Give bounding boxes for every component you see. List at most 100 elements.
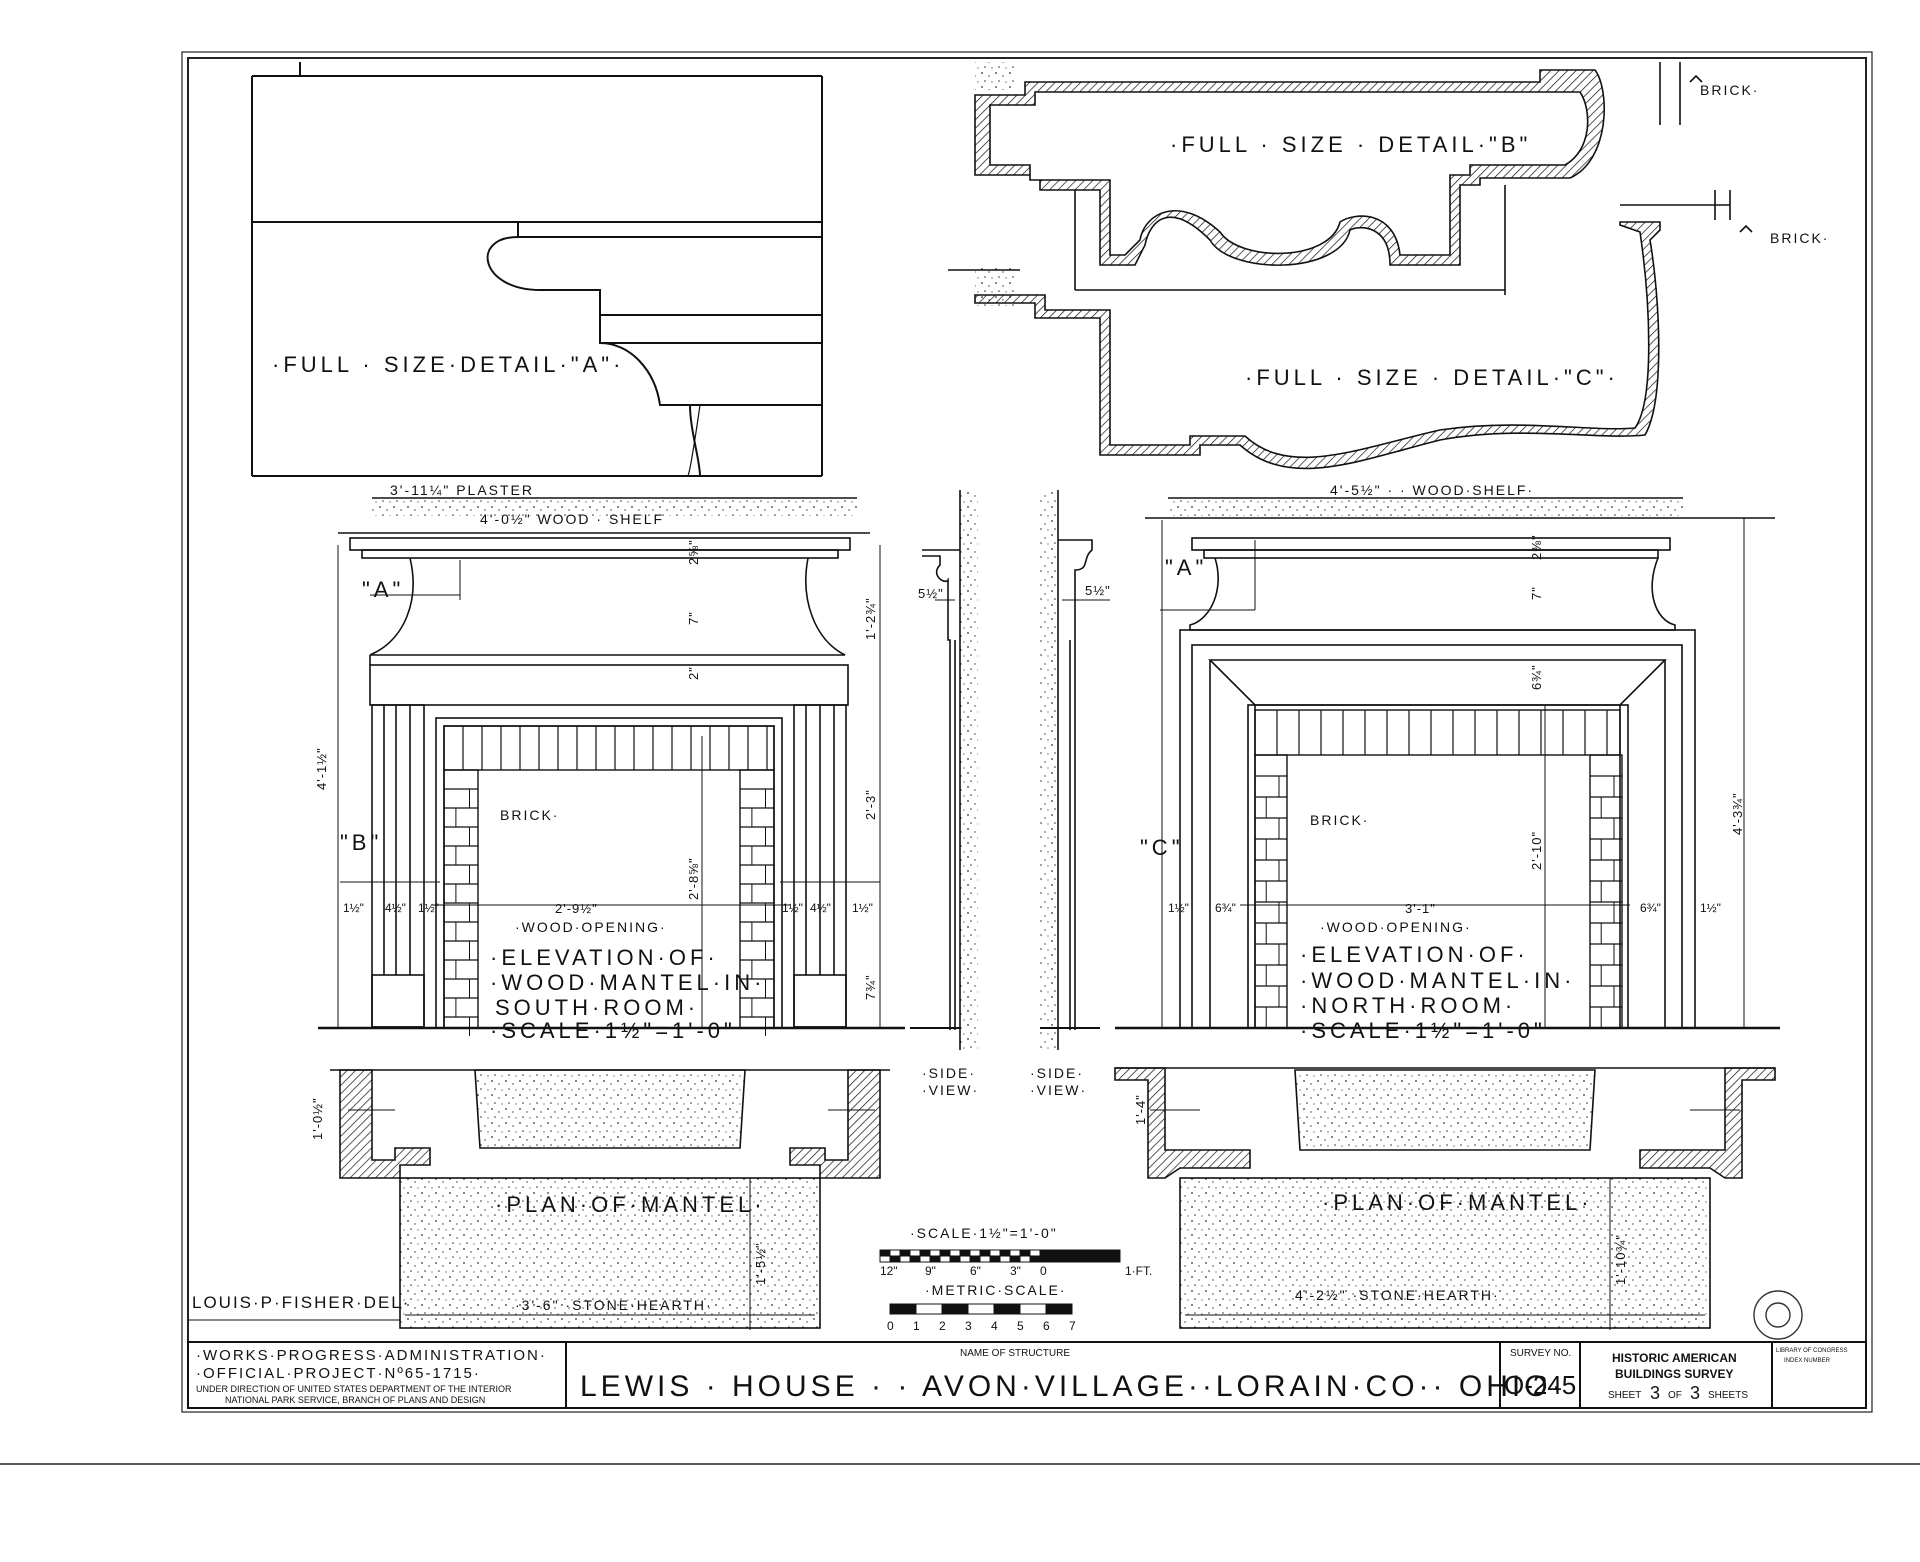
- metric-scale-cell: [915, 1303, 943, 1315]
- south-elev-line2: ·WOOD·MANTEL·IN·: [490, 970, 765, 995]
- metric-scale-cell: [993, 1303, 1021, 1315]
- imperial-scale-label: ·SCALE·1½"=1'-0": [910, 1225, 1058, 1241]
- north-detail-tag: "A": [1165, 555, 1207, 580]
- detail-b-label: ·FULL · SIZE · DETAIL·"B": [1170, 132, 1531, 157]
- south-plan: [330, 1069, 890, 1330]
- south-dim-small-2: 4½": [385, 901, 406, 915]
- south-height-opening: 2'-8⅝": [686, 857, 701, 900]
- metric-tick-6: 6: [1043, 1319, 1050, 1333]
- north-height-opening: 2'-10": [1529, 831, 1544, 870]
- metric-scale-cell: [941, 1303, 969, 1315]
- loc-line1: LIBRARY OF CONGRESS: [1776, 1348, 1847, 1354]
- south-dim-2a: 2⅝": [686, 539, 701, 565]
- north-side-dim: 5½": [1085, 583, 1111, 598]
- imperial-scale-cell: [939, 1255, 951, 1263]
- imperial-tick-6: 6": [970, 1264, 981, 1278]
- library-stamp-icon: [1753, 1290, 1803, 1340]
- imperial-scale-cell: [909, 1249, 921, 1257]
- south-shelf-dim: 4'-0½" WOOD · SHELF: [480, 511, 664, 527]
- imperial-scale-cell: [899, 1249, 911, 1257]
- south-opening-label: ·WOOD·OPENING·: [515, 919, 667, 935]
- survey-number: O-245: [1504, 1370, 1576, 1400]
- detail-a: [251, 62, 823, 477]
- north-opening-width: 3'-1": [1405, 901, 1436, 916]
- imperial-scale-cell: [979, 1249, 991, 1257]
- imperial-scale-cell: [879, 1249, 891, 1257]
- sheet-suffix: SHEETS: [1708, 1390, 1748, 1401]
- imperial-scale-cell: [1019, 1255, 1031, 1263]
- north-hearth-depth: 1'-10¾": [1613, 1234, 1628, 1285]
- imperial-scale-cell: [919, 1255, 931, 1263]
- south-dim-2b: 2": [686, 666, 701, 680]
- sheet-prefix: SHEET: [1608, 1390, 1641, 1401]
- south-side-view: [910, 490, 978, 1050]
- south-brick-label: BRICK·: [500, 807, 559, 823]
- south-elev-scale: ·SCALE·1½"=1'-0": [490, 1018, 736, 1043]
- jamb-outline: [1254, 754, 1288, 1029]
- north-dim-small-2: 6¾": [1215, 901, 1236, 915]
- imperial-scale-cell: [969, 1249, 981, 1257]
- imperial-scale-cell: [999, 1249, 1011, 1257]
- structure-name: LEWIS · HOUSE · · AVON·VILLAGE··LORAIN·C…: [580, 1370, 1566, 1403]
- sheet-total: 3: [1690, 1383, 1700, 1403]
- habs-line1: HISTORIC AMERICAN: [1612, 1351, 1737, 1365]
- metric-scale-cell: [967, 1303, 995, 1315]
- imperial-scale-cell: [1029, 1249, 1041, 1257]
- imperial-tick-12: 12": [880, 1264, 898, 1278]
- detail-c-label: ·FULL · SIZE · DETAIL·"C"·: [1245, 365, 1619, 390]
- imperial-scale-cell: [889, 1255, 901, 1263]
- habs-line2: BUILDINGS SURVEY: [1615, 1367, 1733, 1381]
- metric-scale-bar: [889, 1303, 1073, 1315]
- metric-scale-cell: [1019, 1303, 1047, 1315]
- wpa-line1: ·WORKS·PROGRESS·ADMINISTRATION·: [196, 1347, 547, 1364]
- imperial-scale-cell: [969, 1255, 981, 1263]
- south-height-lower: 2'-3": [863, 789, 878, 820]
- loc-line2: INDEX NUMBER: [1784, 1358, 1831, 1364]
- metric-scale-cell: [889, 1303, 917, 1315]
- north-dim-small-4: 1½": [1700, 901, 1721, 915]
- north-elevation: [1115, 497, 1780, 1030]
- north-plan-label: ·PLAN·OF·MANTEL·: [1322, 1190, 1593, 1215]
- imperial-scale-cell: [1029, 1255, 1041, 1263]
- imperial-scale-cell: [909, 1255, 921, 1263]
- imperial-scale-cell: [1019, 1249, 1031, 1257]
- metric-tick-3: 3: [965, 1319, 972, 1333]
- south-dim-small-3: 1½": [418, 901, 439, 915]
- imperial-tick-0: 0: [1040, 1264, 1047, 1278]
- metric-tick-2: 2: [939, 1319, 946, 1333]
- north-hearth-dim: 4'-2½" ·STONE·HEARTH·: [1295, 1287, 1500, 1303]
- detail-a-label: ·FULL · SIZE·DETAIL·"A"·: [272, 352, 624, 377]
- imperial-scale-foot: [1039, 1249, 1121, 1263]
- north-height-total: 4'-3¾": [1730, 792, 1745, 835]
- south-hearth-dim: ·3'-6" ·STONE·HEARTH·: [515, 1297, 713, 1313]
- north-opening-label: ·WOOD·OPENING·: [1320, 919, 1472, 935]
- soffit-outline: [443, 725, 775, 771]
- imperial-tick-ft: 1·FT.: [1125, 1264, 1152, 1278]
- imperial-scale-cell: [899, 1255, 911, 1263]
- north-dim-63: 6¾": [1529, 664, 1544, 690]
- south-elev-line1: ·ELEVATION·OF·: [490, 945, 719, 970]
- imperial-scale-cell: [1009, 1255, 1021, 1263]
- brick-callout-1: BRICK·: [1700, 82, 1759, 98]
- south-plan-label: ·PLAN·OF·MANTEL·: [495, 1192, 766, 1217]
- detail-b: [974, 62, 1703, 295]
- south-height-base: 7¾": [863, 974, 878, 1000]
- south-dim-small-4: 1½": [782, 901, 803, 915]
- south-side-dim: 5½": [918, 586, 944, 601]
- south-hearth-depth: 1'-5½": [753, 1242, 768, 1285]
- imperial-scale-cell: [989, 1255, 1001, 1263]
- sheet-of: OF: [1668, 1390, 1682, 1401]
- imperial-scale-cell: [929, 1249, 941, 1257]
- south-side-view-label: ·SIDE··VIEW·: [922, 1065, 979, 1098]
- imperial-scale-cell: [879, 1255, 891, 1263]
- metric-scale-cell: [1045, 1303, 1073, 1315]
- north-elev-scale: ·SCALE·1½"=1'-0": [1300, 1018, 1546, 1043]
- north-brick-label: BRICK·: [1310, 812, 1369, 828]
- imperial-scale-cell: [949, 1255, 961, 1263]
- north-dim-small-3: 6¾": [1640, 901, 1661, 915]
- imperial-scale-cell: [929, 1255, 941, 1263]
- draftsman-credit: LOUIS·P·FISHER·DEL·: [192, 1293, 410, 1312]
- imperial-scale-bar: [879, 1249, 1121, 1263]
- imperial-scale-cell: [949, 1249, 961, 1257]
- metric-tick-7: 7: [1069, 1319, 1076, 1333]
